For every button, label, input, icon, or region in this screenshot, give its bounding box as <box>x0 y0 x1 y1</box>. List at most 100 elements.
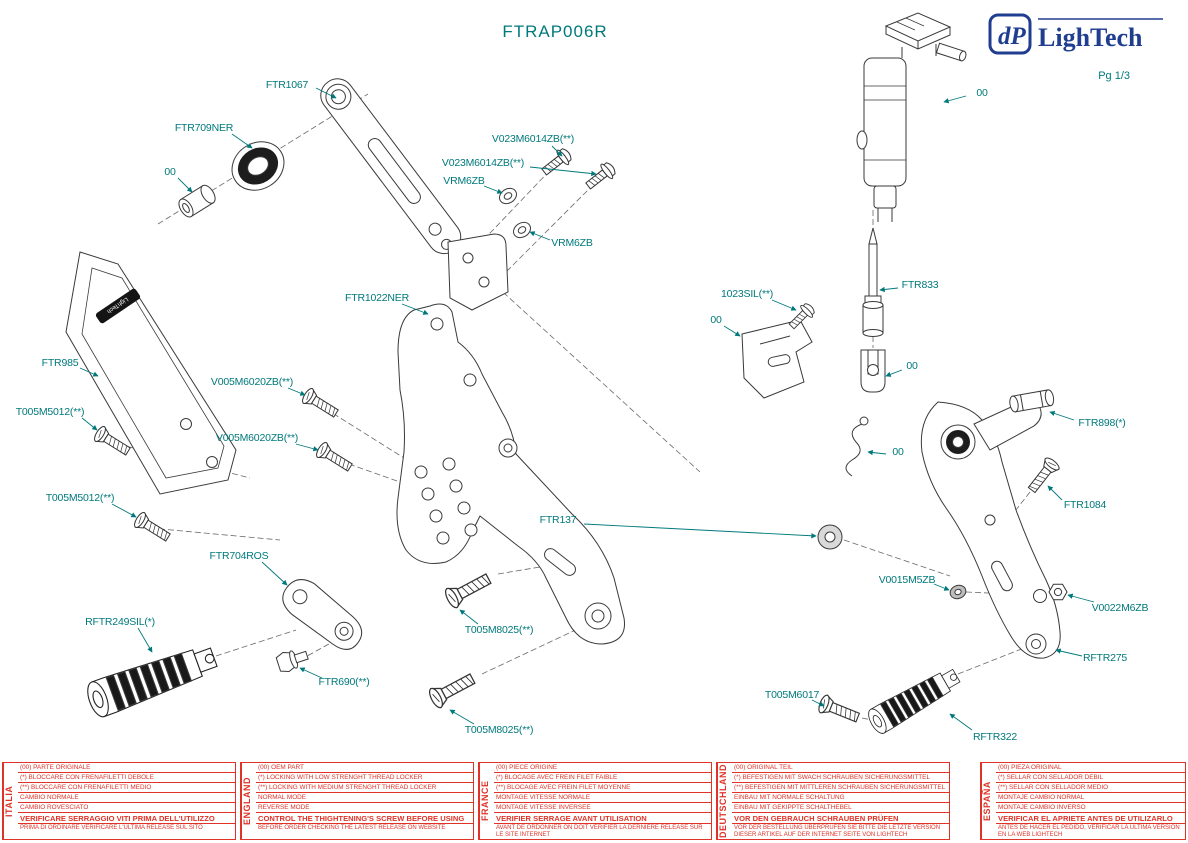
language-panel-italia: ITALIA(00) PARTE ORIGINALE(*) BLOCCARE C… <box>2 762 236 840</box>
part-label-v023m6014zb: V023M6014ZB(**) <box>491 133 575 145</box>
part-label-ftr833: FTR833 <box>901 279 939 291</box>
leader-line <box>315 87 337 99</box>
note-row: MONTAGE VITESSE INVERSEE <box>494 803 711 813</box>
leader-line <box>111 503 137 518</box>
part-label-00: 00 <box>164 166 176 178</box>
part-label-ftr1067: FTR1067 <box>265 79 309 91</box>
note-row: ANTES DE HACER EL PEDIDO, VERIFICAR LA U… <box>998 824 1180 839</box>
note-rows: (00) PIECE ORIGINE(*) BLOCAGE AVEC FREIN… <box>494 763 711 839</box>
leader-line <box>949 713 973 731</box>
note-row: BEFORE ORDER CHECKING THE LATEST RELEASE… <box>258 824 446 831</box>
note-row: (00) PIEZA ORIGINAL <box>996 763 1185 773</box>
leader-line <box>299 667 323 679</box>
leader-line <box>459 609 479 625</box>
note-row: (*) SELLAR CON SELLADOR DEBIL <box>996 773 1185 783</box>
part-label-ftr985: FTR985 <box>41 357 79 369</box>
note-row: NORMAL MODE <box>256 793 473 803</box>
language-panel-france: FRANCE(00) PIECE ORIGINE(*) BLOCAGE AVEC… <box>478 762 712 840</box>
part-label-t005m5012: T005M5012(**) <box>45 492 115 504</box>
note-row: (00) PARTE ORIGINALE <box>18 763 235 773</box>
note-row: CAMBIO ROVESCIATO <box>18 803 235 813</box>
note-rows: (00) ORIGINAL TEIL(*) BEFESTIGEN MIT SWA… <box>732 763 949 839</box>
note-row: (00) OEM PART <box>256 763 473 773</box>
part-label-ftr898: FTR898(*) <box>1078 417 1126 429</box>
note-row: EINBAU MIT GEKIPPTE SCHALTHEBEL <box>732 803 949 813</box>
country-label: FRANCE <box>479 763 494 839</box>
part-label-v005m6020zb: V005M6020ZB(**) <box>210 376 294 388</box>
part-label-ftr704ros: FTR704ROS <box>209 550 269 562</box>
leader-line <box>1067 593 1095 603</box>
part-label-00: 00 <box>892 446 904 458</box>
part-label-ftr709ner: FTR709NER <box>174 122 234 134</box>
note-row: MONTAGE VITESSE NORMALE <box>494 793 711 803</box>
part-label-rftr275: RFTR275 <box>1082 652 1128 664</box>
leader-line <box>529 166 597 177</box>
language-panel-españa: ESPAÑA(00) PIEZA ORIGINAL(*) SELLAR CON … <box>980 762 1186 840</box>
part-label-ftr1022ner: FTR1022NER <box>345 292 409 304</box>
logo-mark-frame <box>988 13 1032 55</box>
leader-line <box>177 177 193 193</box>
leader-line <box>483 185 503 194</box>
language-panel-deutschland: DEUTSCHLAND(00) ORIGINAL TEIL(*) BEFESTI… <box>716 762 950 840</box>
country-label: DEUTSCHLAND <box>717 763 732 839</box>
note-row: MONTAJE CAMBIO NORMAL <box>996 793 1185 803</box>
country-label: ESPAÑA <box>981 763 996 839</box>
leader-line <box>231 133 253 149</box>
leader-line-layer <box>79 87 1095 731</box>
part-label-ftr1084: FTR1084 <box>1063 499 1107 511</box>
part-label-v0022m6zb: V0022M6ZB <box>1091 602 1149 614</box>
note-row: (**) BLOCCARE CON FRENAFILETTI MEDIO <box>18 783 235 793</box>
note-row: (*) LOCKING WITH LOW STRENGHT THREAD LOC… <box>256 773 473 783</box>
part-label-1023sil: 1023SIL(**) <box>720 288 774 300</box>
note-row: VOR DEN GEBRAUCH SCHRAUBEN PRÜFEN <box>732 813 949 825</box>
country-label: ITALIA <box>3 763 18 839</box>
note-row: EINBAU MIT NORMALE SCHALTUNG <box>732 793 949 803</box>
leader-line <box>811 699 825 707</box>
part-label-00: 00 <box>906 360 918 372</box>
drawing-title: FTRAP006R <box>502 22 608 41</box>
note-rows: (00) PARTE ORIGINALE(*) BLOCCARE CON FRE… <box>18 763 235 839</box>
leader-line <box>771 299 797 311</box>
note-row: (**) LOCKING WITH MEDIUM STRENGHT THREAD… <box>256 783 473 793</box>
note-row: (*) BLOCAGE AVEC FREIN FILET FAIBLE <box>494 773 711 783</box>
note-rows: (00) PIEZA ORIGINAL(*) SELLAR CON SELLAD… <box>996 763 1185 839</box>
part-label-t005m8025: T005M8025(**) <box>464 624 534 636</box>
note-rows: (00) OEM PART(*) LOCKING WITH LOW STRENG… <box>256 763 473 839</box>
part-label-vrm6zb: VRM6ZB <box>551 237 593 249</box>
note-row: (**) BEFESTIGEN MIT MITTLEREN SCHRAUBEN … <box>732 783 949 793</box>
note-row: PRIMA DI ORDINARE VERIFICARE L'ULTIMA RE… <box>20 824 203 831</box>
leader-line <box>287 387 306 396</box>
leader-line <box>1055 648 1083 657</box>
part-label-rftr322: RFTR322 <box>972 731 1018 743</box>
leader-line <box>449 709 475 725</box>
part-label-v0015m5zb: V0015M5ZB <box>878 574 936 586</box>
country-label: ENGLAND <box>241 763 256 839</box>
leader-line <box>401 303 429 315</box>
logo-mark-text: dP <box>998 23 1027 50</box>
note-row: VERIFICAR EL APRIETE ANTES DE UTILIZARLO <box>996 813 1185 825</box>
language-panel-england: ENGLAND(00) OEM PART(*) LOCKING WITH LOW… <box>240 762 474 840</box>
note-row: CAMBIO NORMALE <box>18 793 235 803</box>
leader-line <box>943 95 967 104</box>
note-row: (**) BLOCAGE AVEC FREIN FILET MOYENNE <box>494 783 711 793</box>
note-row: VERIFIER SERRAGE AVANT UTILISATION <box>494 813 711 825</box>
note-row: REVERSE MODE <box>256 803 473 813</box>
part-label-t005m6017: T005M6017 <box>764 689 820 701</box>
note-row: CONTROL THE THIGHTENING'S SCREW BEFORE U… <box>256 813 473 825</box>
part-label-00: 00 <box>976 87 988 99</box>
part-label-rftr249sil: RFTR249SIL(*) <box>85 616 155 628</box>
lightech-logo: dP LighTech <box>987 10 1172 65</box>
leader-line <box>295 443 319 452</box>
leader-line <box>867 449 887 456</box>
part-label-t005m5012: T005M5012(**) <box>15 406 85 418</box>
part-label-ftr690: FTR690(**) <box>318 676 370 688</box>
page-indicator: Pg 1/3 <box>1098 70 1130 82</box>
note-row: (*) BLOCCARE CON FRENAFILETTI DEBOLE <box>18 773 235 783</box>
part-label-ftr137: FTR137 <box>539 514 577 526</box>
part-label-t005m8025: T005M8025(**) <box>464 724 534 736</box>
leader-line <box>529 231 551 241</box>
note-row: (00) PIECE ORIGINE <box>494 763 711 773</box>
note-row: VOR DER BESTELLUNG ÜBERPRÜFEN SIE BITTE … <box>734 824 941 839</box>
note-row: MONTAJE CAMBIO INVERSO <box>996 803 1185 813</box>
